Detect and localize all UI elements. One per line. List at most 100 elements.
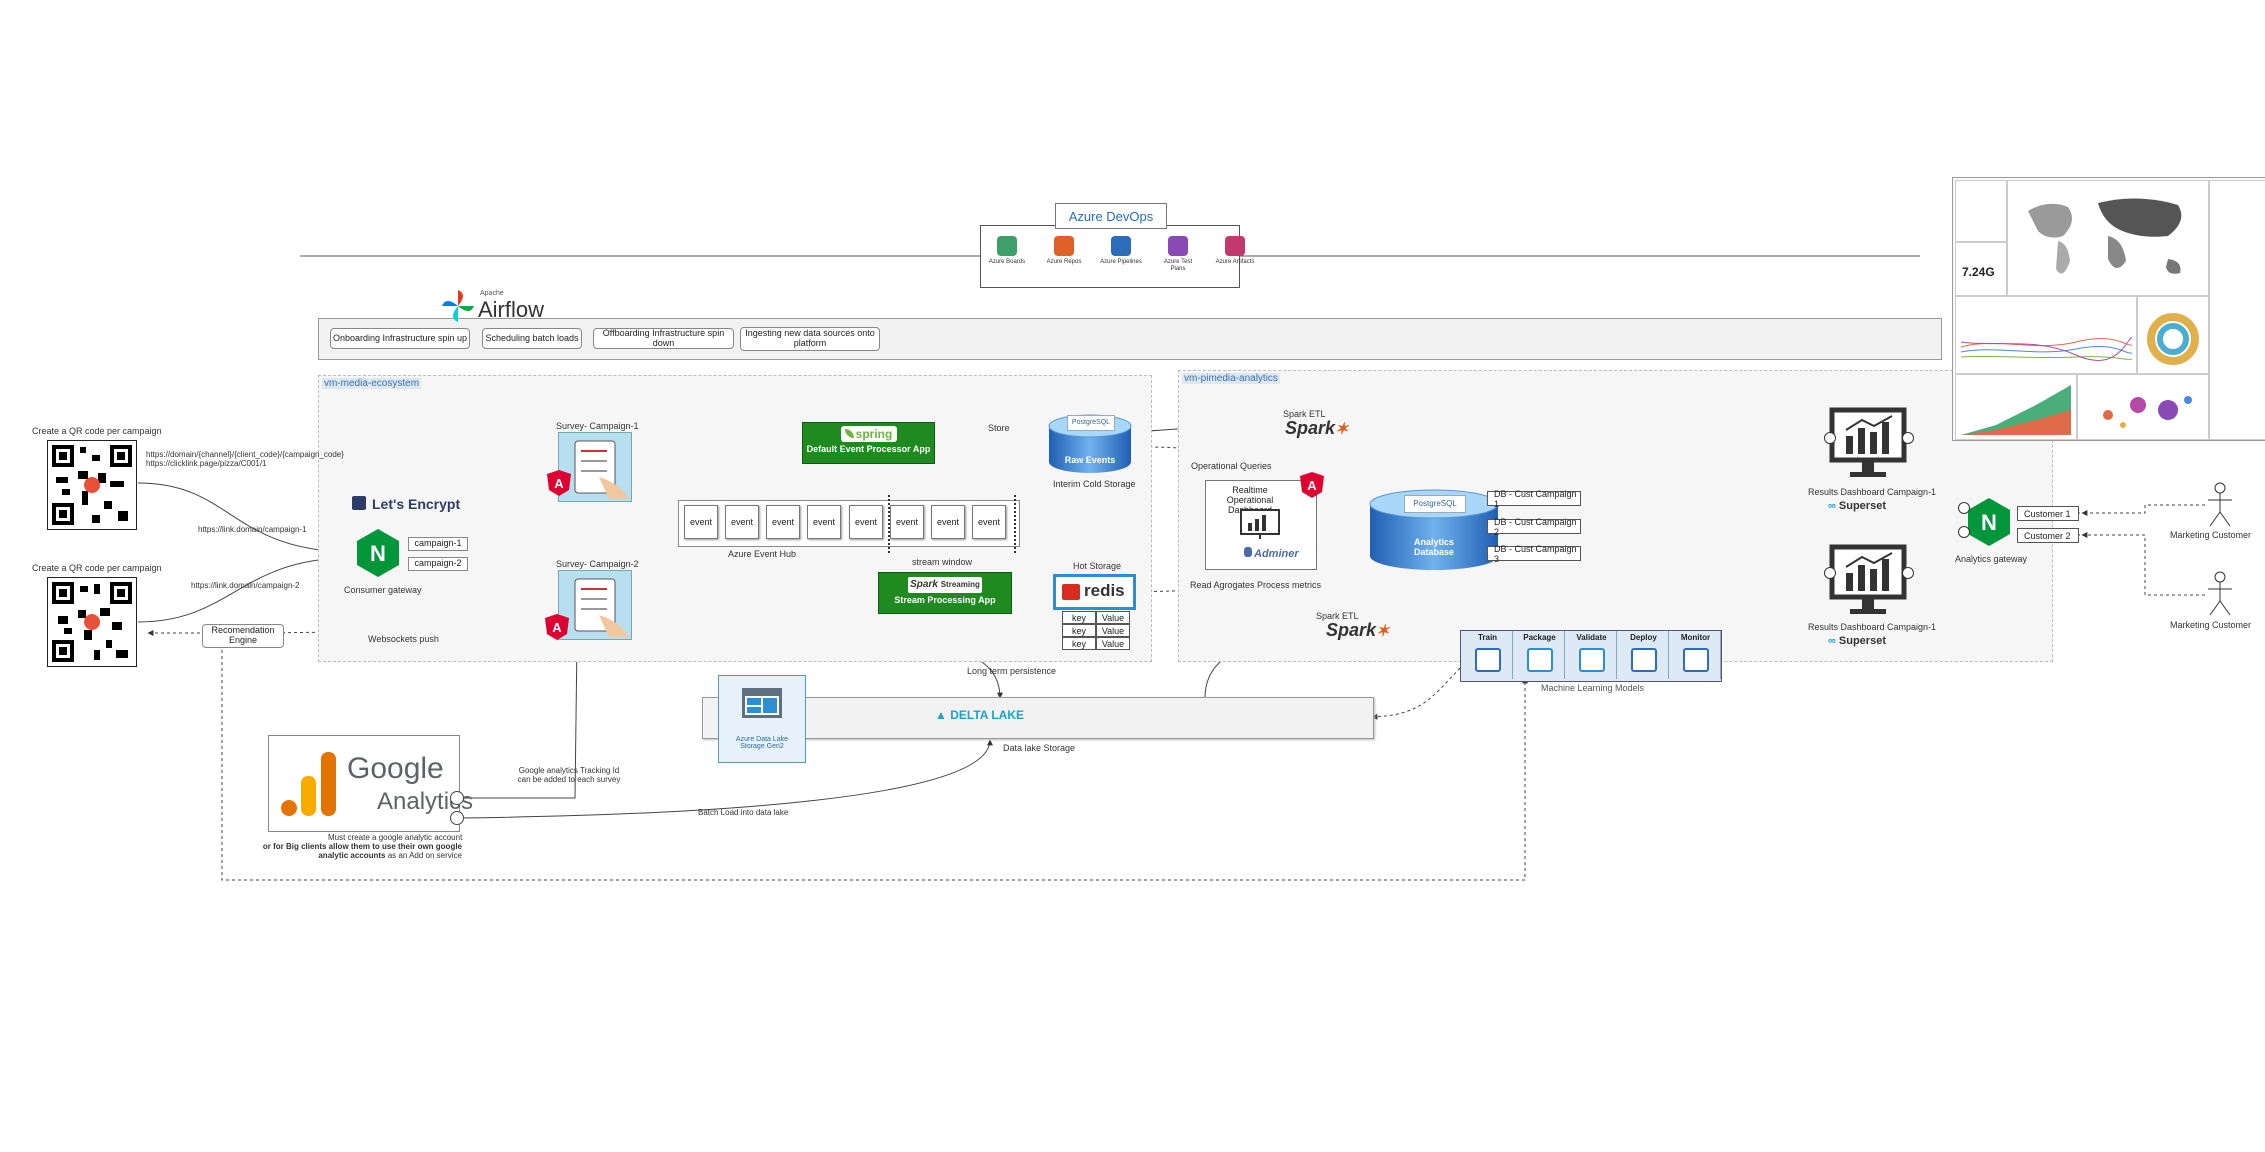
stream-window-divider [888, 495, 890, 553]
donut-chart-icon [2147, 313, 2199, 365]
spark-streaming-logo: Spark Streaming [908, 577, 982, 593]
analytics-gateway-label: Analytics gateway [1955, 554, 2028, 564]
marketing-customer-1 [2205, 482, 2235, 533]
ml-stage-icon [1578, 648, 1605, 672]
devops-tool: Azure Pipelines [1099, 236, 1143, 284]
results-dashboard-bottom-label: Results Dashboard Campaign-1 [1808, 622, 1937, 632]
lock-icon [352, 496, 366, 510]
survey-1-image [558, 432, 632, 502]
ml-stage: Validate [1567, 631, 1617, 679]
qr-code-1 [47, 440, 137, 530]
tablet-survey-icon [574, 578, 629, 637]
azure-devops-panel [980, 225, 1240, 288]
devops-tool-icon [1111, 236, 1131, 256]
marketing-customer-1-label: Marketing Customer [2170, 530, 2252, 540]
ga-connector-dot [450, 791, 464, 805]
dashboard-port [1902, 567, 1914, 579]
qr-code-2 [47, 577, 137, 667]
ml-stage-icon [1474, 648, 1501, 672]
google-analytics-icon [281, 752, 336, 816]
realtime-dashboard: Realtime Operational Dashboard Adminer [1205, 480, 1317, 570]
devops-tool-label: Azure Pipelines [1100, 259, 1142, 265]
ga-batch-label: Batch Load into data lake [698, 808, 789, 817]
redis-brand: redis [1084, 581, 1125, 600]
store-label: Store [988, 423, 1010, 433]
event-item: event [931, 505, 965, 539]
ga-connector-dot [450, 811, 464, 825]
ml-stage-label: Package [1523, 633, 1556, 642]
monitor-chart-icon [1829, 407, 1907, 477]
media-ecosystem-title: vm-media-ecosystem [322, 378, 422, 389]
consumer-gateway-nginx: N [355, 528, 401, 578]
ga-note-1: Must create a google analytic account [328, 833, 463, 842]
customer-2-route: Customer 2 [2017, 528, 2079, 543]
ga-tracking-label: Google analytics Tracking Id can be adde… [517, 766, 621, 784]
ga-note-2-tail: as an Add on service [385, 851, 462, 860]
spark-brand: Spark [1285, 418, 1336, 438]
adls-gen2-tile: Azure Data Lake Storage Gen2 [718, 675, 806, 763]
qr-link-1: https://link.domain/campaign-1 [198, 525, 307, 534]
ml-stage-label: Train [1477, 633, 1498, 642]
angular-icon: A [547, 470, 571, 501]
letsencrypt-logo: Let's Encrypt [352, 494, 472, 516]
ml-stage-icon [1526, 648, 1553, 672]
postgres-brand: PostgreSQL [1413, 499, 1457, 508]
stream-window-divider [1014, 495, 1016, 553]
results-dashboard-top-label: Results Dashboard Campaign-1 [1808, 487, 1937, 497]
ml-stage-label: Validate [1576, 633, 1607, 642]
route-campaign-1: campaign-1 [408, 537, 468, 551]
database-cylinder-icon [1369, 489, 1499, 570]
delta-lake-brand: DELTA LAKE [950, 708, 1025, 722]
dashboard-preview: 7.24G [1952, 177, 2265, 441]
airflow-apache-label: Apache [480, 290, 504, 297]
superset-brand: Superset [1838, 635, 1886, 647]
devops-tool-icon [997, 236, 1017, 256]
results-dashboard-top [1824, 407, 1914, 484]
spark-streaming-brand: Spark [910, 579, 938, 590]
redis-value-cell: Value [1096, 611, 1130, 624]
redis-value-cell: Value [1096, 624, 1130, 637]
ml-stage: Package [1515, 631, 1565, 679]
long-term-persistence-label: Long term persistence [967, 666, 1057, 676]
redis-key-cell: key [1062, 624, 1096, 637]
superset-logo: ∞ Superset [1828, 635, 1886, 647]
stream-window-label: stream window [912, 557, 973, 567]
infinity-icon: ∞ [1828, 635, 1836, 647]
ga-note-2: or for Big clients allow them to use the… [262, 842, 462, 860]
gateway-port [1958, 502, 1970, 514]
airflow-task-onboarding: Onboarding Infrastructure spin up [330, 328, 470, 349]
qr-code-icon [52, 445, 132, 525]
spring-brand: spring [855, 427, 893, 441]
dashboard-port [1824, 567, 1836, 579]
superset-brand: Superset [1838, 500, 1886, 512]
event-hub-label: Azure Event Hub [728, 549, 797, 559]
airflow-task-scheduling: Scheduling batch loads [482, 328, 582, 349]
postgres-brand: PostgreSQL [1071, 419, 1111, 426]
qr-title-1: Create a QR code per campaign [32, 426, 162, 436]
airflow-name-label: Airflow [478, 297, 545, 322]
operational-queries-label: Operational Queries [1191, 461, 1272, 471]
spring-logo: spring [840, 426, 897, 442]
analytics-region-title: vm-pimedia-analytics [1182, 373, 1280, 384]
interim-cold-storage-label: Interim Cold Storage [1053, 479, 1136, 489]
recommendation-engine: Recomendation Engine [202, 624, 284, 648]
dashboard-port [1902, 432, 1914, 444]
superset-logo: ∞ Superset [1828, 500, 1886, 512]
postgres-logo: PostgreSQL [1067, 415, 1115, 431]
spark-streaming-word: Streaming [940, 580, 980, 589]
svg-text:A: A [1307, 478, 1317, 493]
customer-1-route: Customer 1 [2017, 506, 2079, 521]
websockets-push-label: Websockets push [368, 634, 439, 644]
adls-gen2-label: Azure Data Lake Storage Gen2 [735, 736, 789, 750]
azure-devops-title: Azure DevOps [1055, 203, 1167, 229]
storage-blob-icon [742, 688, 782, 718]
google-analytics-logo: Google Analytics [268, 735, 473, 832]
analytics-region: vm-pimedia-analytics [1178, 370, 2053, 662]
tablet-survey-icon [574, 440, 629, 499]
preview-side-list [2209, 180, 2265, 440]
spark-etl-bottom-label: Spark ETL [1316, 611, 1359, 621]
person-icon [2208, 482, 2232, 527]
